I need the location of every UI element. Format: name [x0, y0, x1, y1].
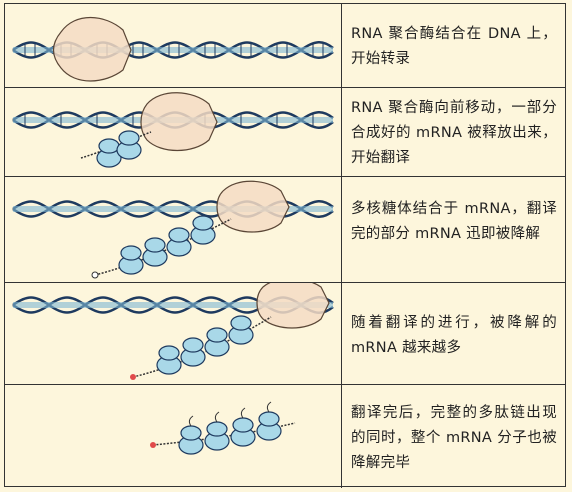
degradation-progress-diagram [12, 283, 334, 380]
ribosome-group [96, 130, 142, 168]
stage-1-description: RNA 聚合酶结合在 DNA 上，开始转录 [351, 26, 557, 67]
stage-row-4: 随着翻译的进行，被降解的 mRNA 越来越多 [5, 283, 565, 385]
mrna-degraded-end [130, 374, 136, 380]
rna-polymerase-shape [52, 17, 132, 82]
stage-1-illustration [5, 4, 342, 87]
stage-4-illustration [5, 283, 342, 384]
mrna-degraded-end [150, 442, 156, 448]
mrna-strand [94, 218, 232, 276]
rna-polymerase-shape [216, 180, 290, 233]
rna-polymerase-shape [256, 283, 330, 329]
stage-2-illustration [5, 88, 342, 176]
process-table: RNA 聚合酶结合在 DNA 上，开始转录 [4, 3, 566, 488]
stage-4-description: 随着翻译的进行，被降解的 mRNA 越来越多 [351, 315, 557, 356]
stage-row-2: RNA 聚合酶向前移动，一部分合成好的 mRNA 被释放出来，开始翻译 [5, 88, 565, 177]
ribosome-group [118, 215, 216, 275]
polyribosome-diagram [12, 180, 334, 279]
stage-3-illustration [5, 177, 342, 282]
stage-row-1: RNA 聚合酶结合在 DNA 上，开始转录 [5, 4, 565, 88]
transcription-start-diagram [12, 17, 334, 82]
rna-polymerase-shape [140, 92, 218, 151]
stage-5-description: 翻译完后，完整的多肽链出现的同时，整个 mRNA 分子也被降解完毕 [351, 405, 557, 471]
ribosome-group [178, 411, 282, 455]
stage-row-3: 多核糖体结合于 mRNA，翻译完的部分 mRNA 迅即被降解 [5, 177, 565, 283]
stage-row-5: 翻译完后，完整的多肽链出现的同时，整个 mRNA 分子也被降解完毕 [5, 385, 565, 488]
stage-5-illustration [5, 385, 342, 488]
translation-start-diagram [12, 92, 334, 168]
ribosome-group [156, 315, 254, 375]
translation-complete-diagram [150, 401, 296, 455]
stage-2-description: RNA 聚合酶向前移动，一部分合成好的 mRNA 被释放出来，开始翻译 [351, 100, 557, 166]
polypeptide-chains [188, 401, 272, 427]
mrna-degraded-end [91, 271, 99, 279]
mrna-strand [80, 131, 152, 159]
stage-3-description: 多核糖体结合于 mRNA，翻译完的部分 mRNA 迅即被降解 [351, 201, 557, 242]
